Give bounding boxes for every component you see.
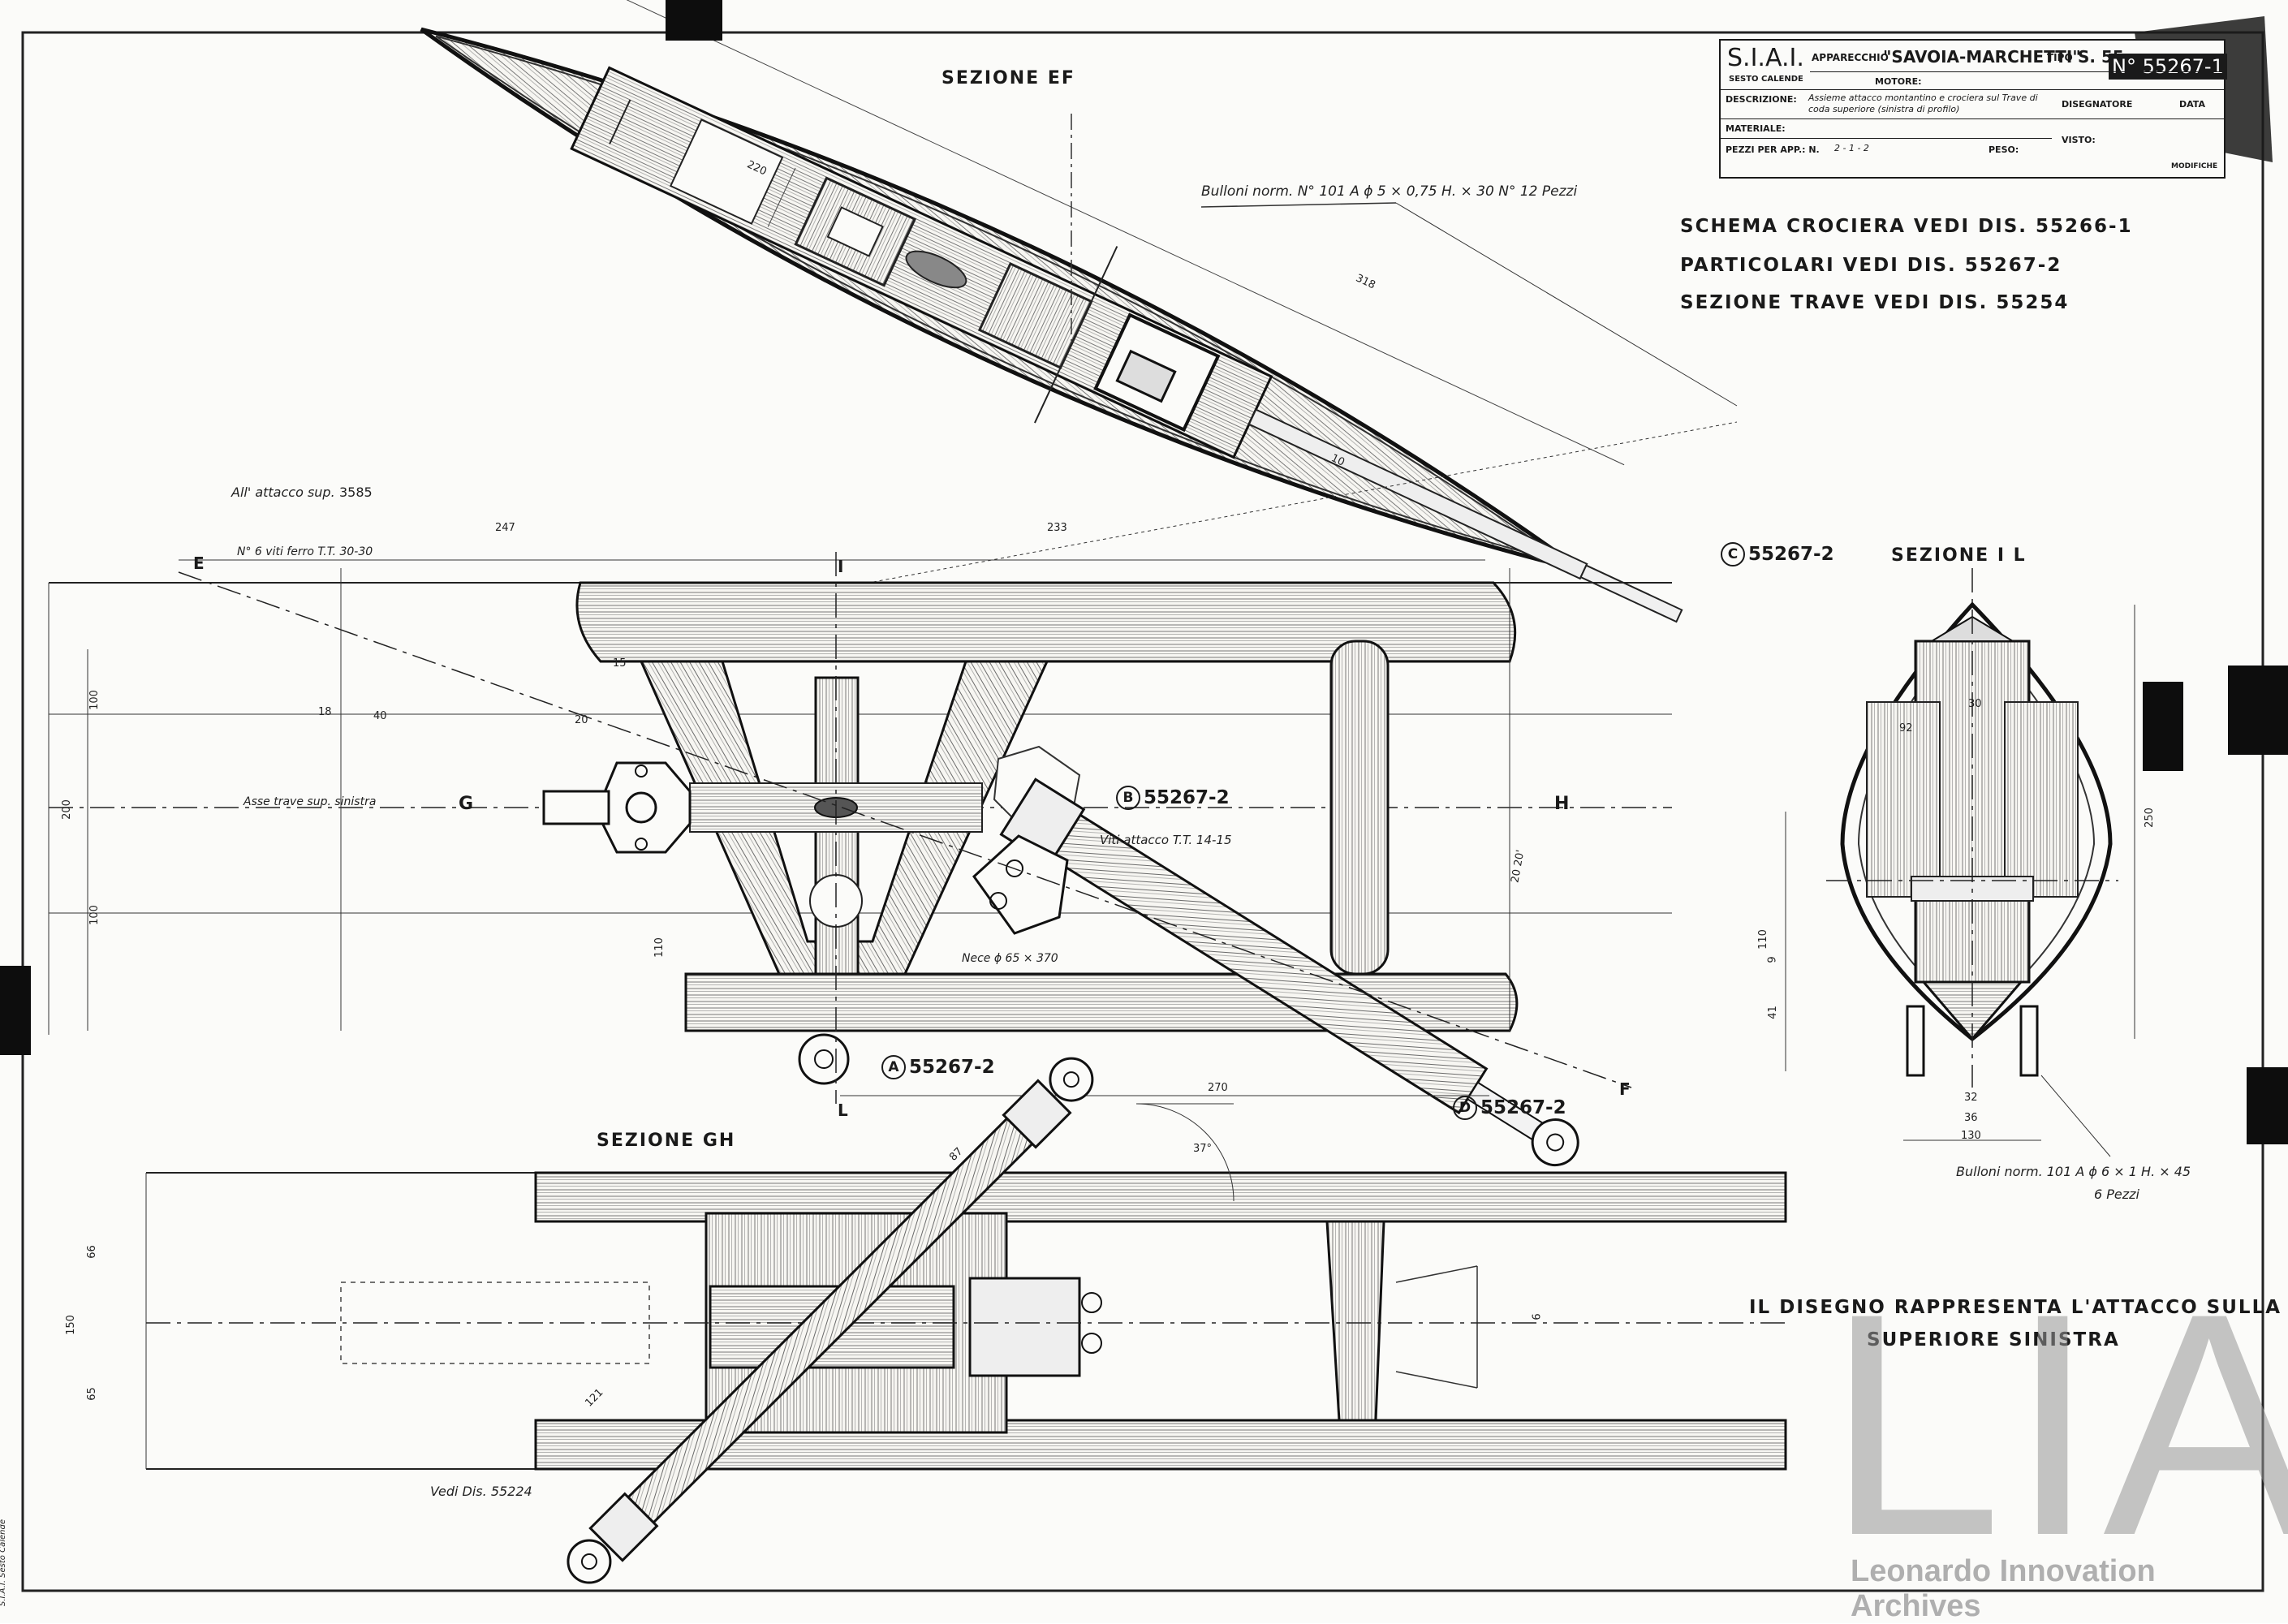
scan-tab-right-3	[2247, 1067, 2288, 1144]
section-ef-drawing	[420, 0, 1738, 623]
note-footer: S.I.A.I. Sesto Calende	[0, 1519, 7, 1606]
note-attacco: All' attacco sup.	[231, 485, 335, 500]
dim-200: 200	[60, 799, 73, 820]
pezzi-label: PEZZI PER APP.: N.	[1726, 144, 1820, 155]
tipo-label: TIPO	[2047, 52, 2073, 63]
drawing-caption-line1: IL DISEGNO RAPPRESENTA L'ATTACCO SULLA T…	[1749, 1297, 2288, 1318]
descrizione-value: Assieme attacco montantino e crociera su…	[1808, 93, 2038, 114]
scan-tab-left	[0, 966, 31, 1055]
dim-92: 92	[1899, 722, 1913, 734]
modifiche-label: MODIFICHE	[2171, 162, 2218, 170]
letter-e: E	[193, 554, 206, 573]
section-il-label: SEZIONE I L	[1891, 545, 2027, 566]
title-block: S.I.A.I. SESTO CALENDE APPARECCHIO "SAVO…	[1719, 39, 2227, 179]
dim-9: 9	[1766, 956, 1779, 963]
descrizione-label: DESCRIZIONE:	[1726, 94, 1797, 105]
note-asse-trave: Asse trave sup. sinistra	[243, 795, 377, 808]
note-bulloni-il-qty: 6 Pezzi	[2094, 1187, 2139, 1202]
callout-a-letter: A	[881, 1055, 906, 1079]
apparecchio-label: APPARECCHIO	[1812, 52, 1889, 63]
callout-a: A 55267-2	[881, 1055, 995, 1079]
dim-110: 110	[653, 937, 666, 958]
reference-sezione-trave: SEZIONE TRAVE VEDI DIS. 55254	[1680, 292, 2070, 313]
section-gh-drawing	[145, 1057, 1787, 1584]
dim-15: 15	[613, 657, 627, 670]
note-vedi-dis: Vedi Dis. 55224	[430, 1484, 532, 1499]
dim-6: 6	[1531, 1313, 1544, 1320]
callout-d: D 55267-2	[1453, 1096, 1566, 1120]
company-name: S.I.A.I.	[1727, 44, 1804, 72]
note-viti-ferro: N° 6 viti ferro T.T. 30-30	[237, 545, 373, 558]
reference-particolari: PARTICOLARI VEDI DIS. 55267-2	[1680, 255, 2062, 276]
dim-20: 20	[575, 714, 588, 726]
materiale-label: MATERIALE:	[1726, 123, 1786, 134]
callout-c: C 55267-2	[1721, 542, 1834, 566]
dim-100-lower: 100	[88, 905, 101, 925]
peso-label: PESO:	[1989, 144, 2019, 155]
section-ef-label: SEZIONE EF	[941, 68, 1075, 88]
letter-h: H	[1554, 794, 1571, 814]
company-location: SESTO CALENDE	[1729, 75, 1803, 84]
scan-tab-right-1	[2143, 682, 2183, 771]
dim-110-il: 110	[1756, 929, 1769, 950]
apparecchio-value: "SAVOIA-MARCHETTI"	[1883, 47, 2081, 67]
note-bulloni-top: Bulloni norm. N° 101 A ϕ 5 × 0,75 H. × 3…	[1201, 183, 1578, 200]
scan-tab-right-2	[2228, 666, 2288, 755]
visto-label: VISTO:	[2062, 135, 2096, 145]
dim-150: 150	[64, 1315, 77, 1335]
note-attacco-dim: 3585	[339, 485, 373, 500]
note-bulloni-il: Bulloni norm. 101 A ϕ 6 × 1 H. × 45	[1956, 1164, 2191, 1179]
note-nece: Nece ϕ 65 × 370	[962, 952, 1058, 965]
plan-view-drawing	[48, 552, 1672, 1167]
callout-d-letter: D	[1453, 1096, 1477, 1120]
motore-label: MOTORE:	[1875, 76, 1922, 87]
dim-233: 233	[1047, 522, 1067, 534]
drawing-number: N° 55267-1	[2109, 54, 2227, 80]
callout-b: B 55267-2	[1116, 786, 1230, 810]
scan-tab-top	[666, 0, 722, 41]
dim-247: 247	[495, 522, 515, 534]
archive-logo: LIA	[1826, 1247, 2288, 1601]
letter-g: G	[459, 794, 476, 814]
callout-a-text: 55267-2	[909, 1057, 995, 1078]
note-viti-attacco: Viti attacco T.T. 14-15	[1100, 833, 1232, 847]
letter-l: L	[838, 1101, 850, 1120]
section-gh-label: SEZIONE GH	[597, 1131, 736, 1151]
dim-100-upper: 100	[88, 690, 101, 710]
dim-66: 66	[85, 1245, 98, 1259]
dim-37-deg: 37°	[1193, 1143, 1213, 1155]
reference-schema: SCHEMA CROCIERA VEDI DIS. 55266-1	[1680, 216, 2133, 237]
dim-130: 130	[1961, 1130, 1981, 1142]
archive-name: Leonardo Innovation Archives	[1851, 1554, 2156, 1623]
callout-d-text: 55267-2	[1480, 1097, 1566, 1118]
dim-40: 40	[373, 710, 387, 722]
dim-250: 250	[2143, 808, 2156, 828]
pezzi-value: 2 - 1 - 2	[1834, 143, 1869, 153]
callout-b-text: 55267-2	[1144, 787, 1230, 808]
callout-c-text: 55267-2	[1748, 544, 1834, 565]
callout-c-letter: C	[1721, 542, 1745, 566]
dim-270: 270	[1208, 1082, 1228, 1094]
letter-i: I	[838, 557, 846, 576]
dim-32: 32	[1964, 1092, 1978, 1104]
callout-b-letter: B	[1116, 786, 1140, 810]
letter-f-right: F	[1619, 1079, 1632, 1099]
dim-30-il: 30	[1968, 698, 1982, 710]
data-label: DATA	[2179, 99, 2205, 110]
dim-41: 41	[1766, 1006, 1779, 1019]
dim-18: 18	[318, 706, 332, 718]
dim-36: 36	[1964, 1112, 1978, 1124]
dim-65: 65	[85, 1387, 98, 1401]
section-il-drawing	[1785, 568, 2135, 1157]
disegnatore-label: DISEGNATORE	[2062, 99, 2133, 110]
drawing-caption-line2: SUPERIORE SINISTRA	[1867, 1329, 2120, 1350]
